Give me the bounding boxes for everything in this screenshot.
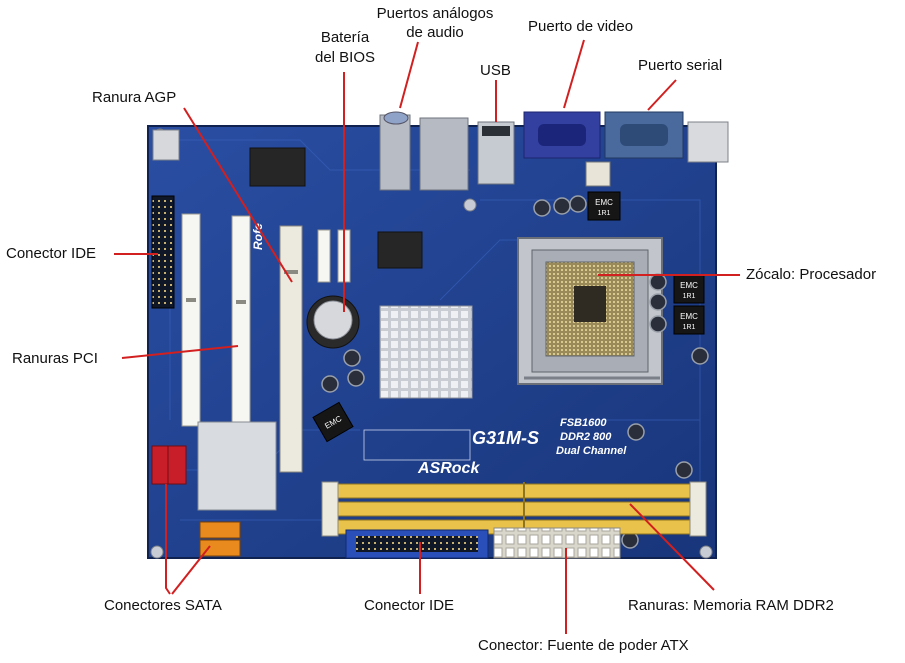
callout-line-serial bbox=[647, 79, 677, 111]
label-conector-ide-left: Conector IDE bbox=[6, 245, 97, 262]
callout-line-video bbox=[563, 39, 585, 109]
pci-slots bbox=[181, 213, 251, 427]
capacitor bbox=[553, 197, 571, 215]
small-header bbox=[317, 229, 331, 283]
southbridge-heatsink bbox=[197, 421, 277, 511]
capacitor bbox=[649, 315, 667, 333]
agp-slot bbox=[279, 225, 303, 473]
sata-connector-orange bbox=[199, 521, 241, 539]
pci-slot bbox=[181, 213, 201, 427]
capacitor bbox=[533, 199, 551, 217]
atx-power-connector bbox=[493, 527, 621, 559]
ram-slot bbox=[337, 501, 691, 517]
callout-line-sata bbox=[165, 484, 171, 595]
board-model: G31M-S bbox=[472, 428, 539, 448]
ide-connector-bottom bbox=[345, 529, 489, 559]
ide-connector-side bbox=[151, 195, 175, 309]
pci-slot-divider bbox=[236, 300, 246, 304]
ps2-keyboard-port bbox=[687, 121, 729, 163]
super-io-chip bbox=[377, 231, 423, 269]
label-bateria-bios: Batería del BIOS bbox=[314, 29, 376, 66]
usb-port bbox=[482, 126, 510, 136]
pci-slot-divider bbox=[186, 298, 196, 302]
board-fsb: FSB1600 bbox=[560, 417, 607, 429]
sata-connector-orange bbox=[199, 539, 241, 557]
label-conectores-sata: Conectores SATA bbox=[104, 597, 222, 614]
atx-12v-connector bbox=[585, 161, 611, 187]
agp-slot-key bbox=[284, 270, 298, 274]
capacitor bbox=[649, 293, 667, 311]
emc-chip: EMC 1R1 bbox=[587, 191, 621, 221]
callout-line-pci bbox=[121, 345, 239, 359]
label-puerto-serial: Puerto serial bbox=[638, 57, 723, 74]
board-ddr: DDR2 800 bbox=[560, 431, 612, 443]
capacitor bbox=[649, 273, 667, 291]
serial-port-face bbox=[620, 124, 668, 146]
callout-line-sata-2 bbox=[171, 545, 211, 595]
ram-slot-clip bbox=[689, 481, 707, 537]
label-puerto-video: Puerto de video bbox=[528, 18, 634, 35]
label-ranuras-ram: Ranuras: Memoria RAM DDR2 bbox=[628, 597, 834, 614]
svg-text:EMC: EMC bbox=[595, 198, 613, 207]
board-channel: Dual Channel bbox=[556, 445, 627, 457]
capacitor bbox=[347, 369, 365, 387]
lan-port bbox=[419, 117, 469, 191]
emc-chip: EMC 1R1 bbox=[673, 274, 705, 304]
label-zocalo-procesador: Zócalo: Procesador bbox=[746, 266, 877, 283]
capacitor bbox=[343, 349, 361, 367]
lan-chip bbox=[249, 147, 306, 187]
cpu-socket bbox=[517, 237, 663, 385]
ram-slot-clip bbox=[321, 481, 339, 537]
svg-text:1R1: 1R1 bbox=[598, 210, 611, 217]
sata-connector-red bbox=[151, 445, 171, 485]
sata-connectors bbox=[151, 445, 241, 557]
svg-text:EMC: EMC bbox=[680, 281, 698, 290]
mounting-hole bbox=[699, 545, 713, 559]
pci-slot bbox=[231, 215, 251, 427]
callout-line-ram bbox=[629, 503, 715, 591]
svg-text:EMC: EMC bbox=[680, 312, 698, 321]
callout-line-agp bbox=[183, 107, 293, 283]
spec-table bbox=[363, 429, 471, 461]
label-puertos-audio: Puertos análogos de audio bbox=[376, 5, 494, 41]
callout-lines bbox=[114, 39, 740, 634]
label-conector-ide-bottom: Conector IDE bbox=[364, 597, 455, 614]
capacitor bbox=[675, 461, 693, 479]
audio-jack-stack bbox=[379, 114, 411, 191]
mounting-hole bbox=[150, 545, 164, 559]
capacitor bbox=[569, 195, 587, 213]
sata-connector-red bbox=[167, 445, 187, 485]
label-usb: USB bbox=[480, 62, 511, 79]
capacitor bbox=[691, 347, 709, 365]
ps2-port bbox=[152, 129, 180, 161]
label-conector-atx: Conector: Fuente de poder ATX bbox=[478, 637, 689, 654]
callout-line-audio bbox=[399, 41, 419, 109]
capacitor bbox=[627, 423, 645, 441]
svg-text:1R1: 1R1 bbox=[683, 293, 696, 300]
emc-chip: EMC 1R1 bbox=[673, 305, 705, 335]
capacitor bbox=[321, 375, 339, 393]
bios-battery bbox=[306, 295, 360, 349]
board-brand: ASRock bbox=[417, 460, 480, 477]
mounting-hole bbox=[463, 198, 477, 212]
label-ranura-agp: Ranura AGP bbox=[92, 89, 177, 106]
agp-slot-group bbox=[279, 225, 303, 473]
board-side-logo: Rofe bbox=[251, 223, 265, 250]
capacitors bbox=[321, 195, 709, 549]
audio-jack-port bbox=[383, 111, 409, 125]
ram-slot bbox=[337, 483, 691, 499]
emc-chip: EMC bbox=[312, 401, 354, 443]
label-ranuras-pci: Ranuras PCI bbox=[12, 350, 98, 367]
svg-text:1R1: 1R1 bbox=[683, 324, 696, 331]
rear-io bbox=[152, 111, 729, 191]
northbridge-heatsink bbox=[379, 305, 473, 399]
vga-port-face bbox=[538, 124, 586, 146]
